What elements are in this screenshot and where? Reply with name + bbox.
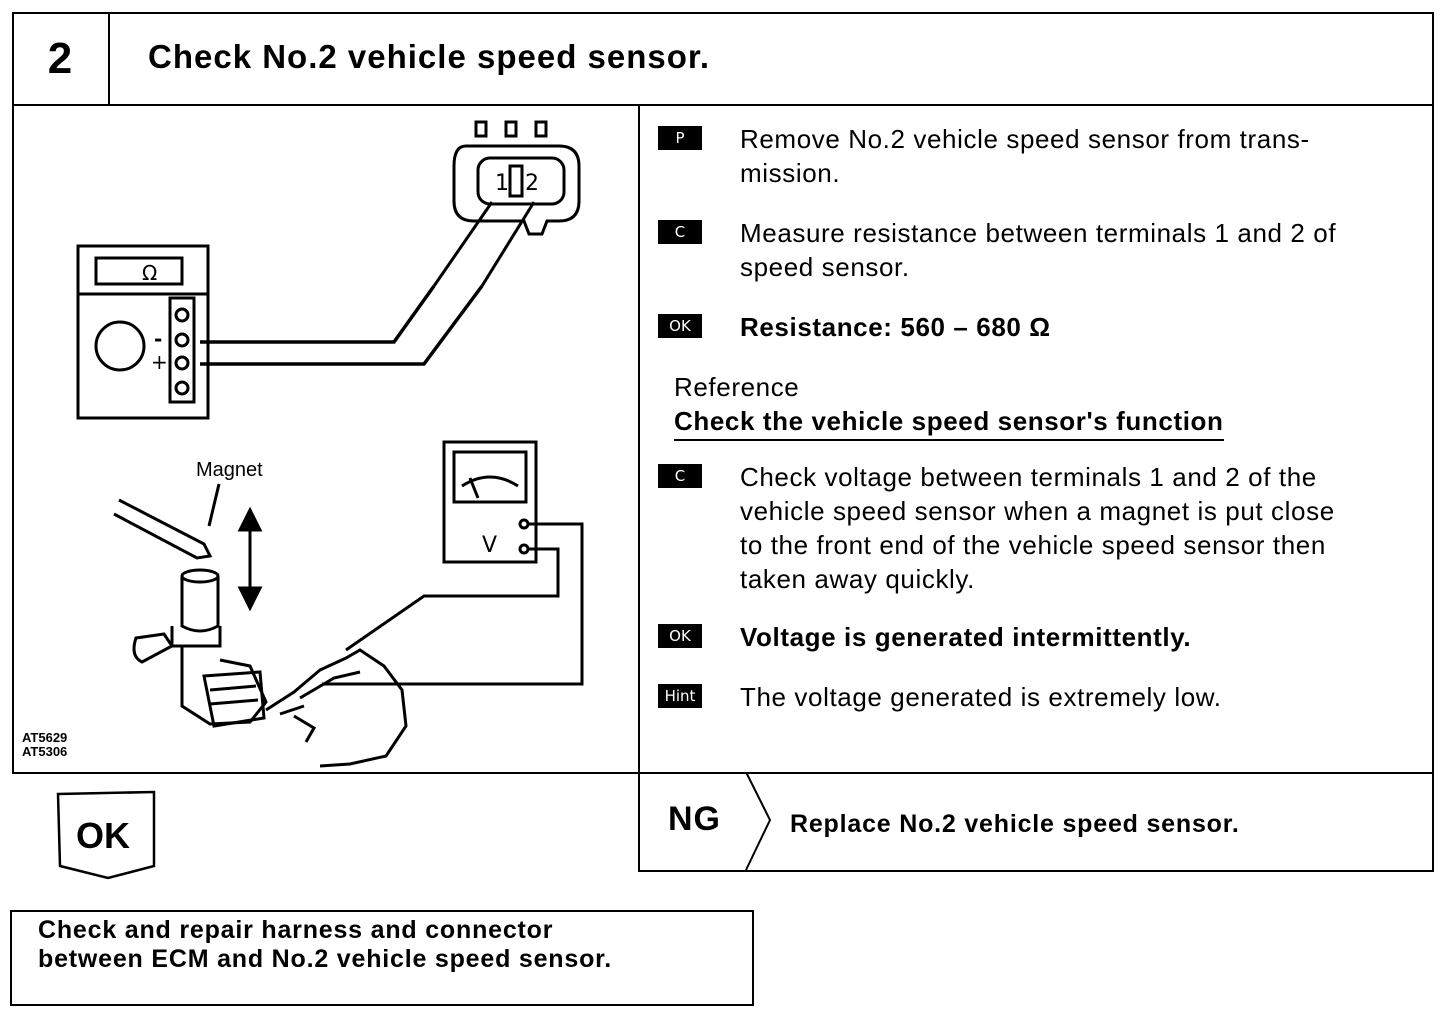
step-number: 2	[12, 12, 110, 106]
step-header-box	[12, 12, 1434, 106]
step-resistance-spec: OK Resistance: 560 – 680 Ω	[658, 310, 1418, 344]
badge-c: C	[658, 220, 702, 244]
badge-hint: Hint	[658, 684, 702, 708]
reference-block: Reference Check the vehicle speed sensor…	[674, 370, 1224, 441]
speed-sensor-drawing	[132, 568, 268, 728]
ng-action-text: Replace No.2 vehicle speed sensor.	[790, 810, 1240, 838]
figure-code: AT5629	[22, 730, 68, 745]
badge-ok: OK	[658, 314, 702, 338]
sensor-connector-drawing	[452, 120, 581, 236]
reference-label: Reference	[674, 372, 800, 402]
badge-c: C	[658, 464, 702, 488]
column-divider	[638, 104, 640, 872]
step-remove: P Remove No.2 vehicle speed sensor from …	[658, 122, 1418, 190]
step-title: Check No.2 vehicle speed sensor.	[148, 38, 711, 75]
step-line: to the front end of the vehicle speed se…	[740, 530, 1326, 560]
action-line: Check and repair harness and connector	[38, 916, 554, 944]
ohm-symbol: Ω	[142, 261, 157, 285]
step-body-box	[12, 104, 1434, 774]
connector-pin-1: 1	[495, 171, 509, 196]
step-check-voltage: C Check voltage between terminals 1 and …	[658, 460, 1418, 596]
voltmeter-symbol: V	[482, 533, 497, 558]
hand-drawing	[265, 648, 408, 768]
ng-chevron-divider	[745, 772, 772, 871]
voltmeter-drawing	[322, 440, 584, 686]
step-line: mission.	[740, 158, 841, 188]
ng-result-box	[638, 772, 1434, 872]
repair-action-text: Check and repair harness and connector b…	[38, 916, 612, 974]
magnet-label: Magnet	[196, 459, 263, 481]
repair-action-box	[10, 910, 754, 1006]
badge-p: P	[658, 126, 702, 150]
step-voltage-spec: OK Voltage is generated intermittently.	[658, 620, 1418, 654]
connector-pin-2: 2	[525, 171, 539, 196]
ng-label: NG	[668, 800, 721, 838]
step-line: taken away quickly.	[740, 564, 975, 594]
ok-arrow-shape	[56, 790, 156, 880]
figure-code: AT5306	[22, 744, 68, 759]
figure-codes: AT5629 AT5306	[22, 731, 67, 759]
step-line: vehicle speed sensor when a magnet is pu…	[740, 496, 1335, 526]
sensor-test-illustration: Ω - + 1 2 V Magnet	[76, 120, 584, 768]
step-line: speed sensor.	[740, 252, 910, 282]
badge-ok: OK	[658, 624, 702, 648]
step-measure: C Measure resistance between terminals 1…	[658, 216, 1418, 284]
step-line: Measure resistance between terminals 1 a…	[740, 218, 1337, 248]
plus-symbol: +	[151, 350, 168, 374]
ok-label: OK	[76, 815, 130, 856]
step-line: The voltage generated is extremely low.	[740, 682, 1222, 712]
action-line: between ECM and No.2 vehicle speed senso…	[38, 945, 613, 973]
magnet-drawing	[113, 483, 263, 612]
step-line: Check voltage between terminals 1 and 2 …	[740, 462, 1317, 492]
step-line: Voltage is generated intermittently.	[740, 622, 1192, 652]
step-line: Remove No.2 vehicle speed sensor from tr…	[740, 124, 1310, 154]
step-line: Resistance: 560 – 680 Ω	[740, 312, 1051, 342]
reference-title: Check the vehicle speed sensor's functio…	[674, 404, 1224, 441]
minus-symbol: -	[154, 327, 162, 351]
step-hint: Hint The voltage generated is extremely …	[658, 680, 1418, 714]
ohmmeter-drawing	[76, 244, 210, 420]
